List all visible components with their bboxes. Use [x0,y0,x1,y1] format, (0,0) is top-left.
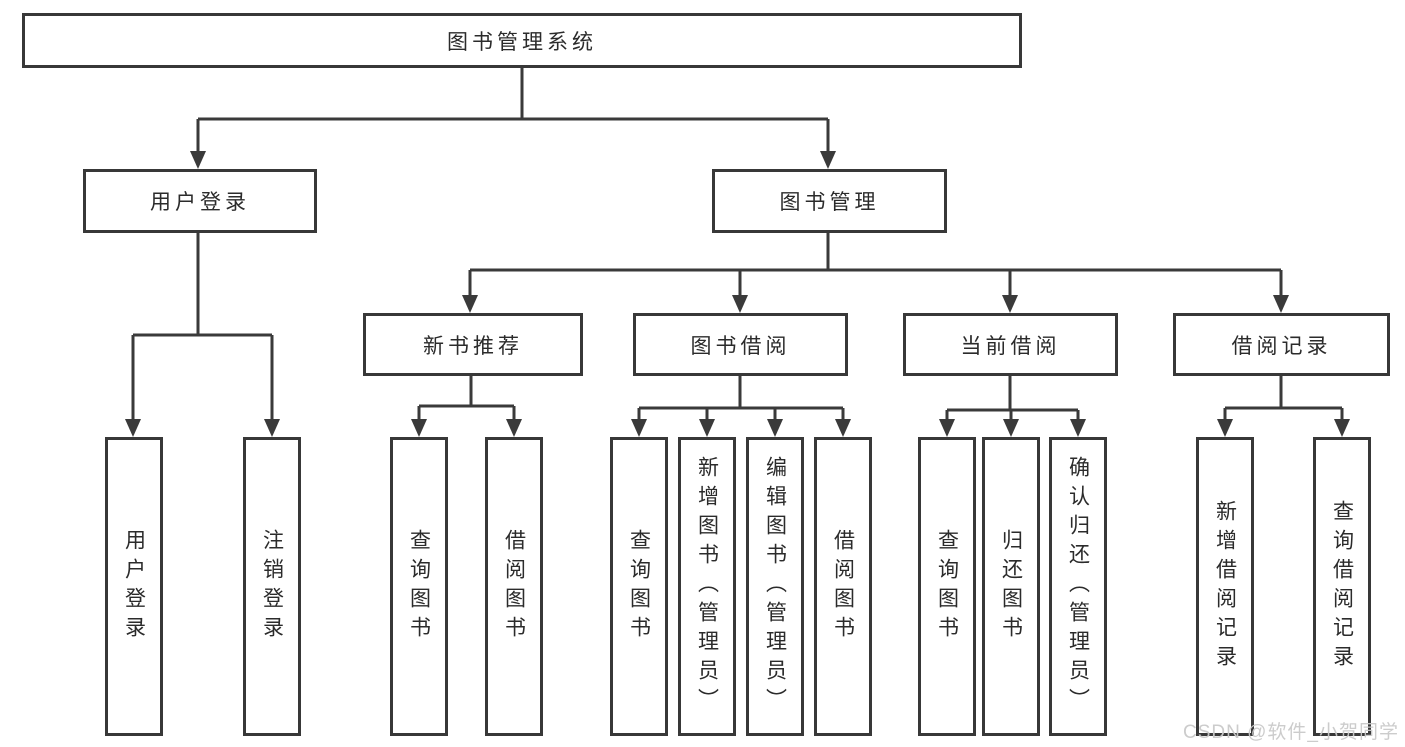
node-user-login-leaf: 用户登录 [105,437,163,736]
node-query-books-recommend: 查询图书 [390,437,448,736]
node-user-login-label: 用户登录 [150,191,250,214]
node-borrowing-records-label: 借阅记录 [1231,334,1332,358]
node-library-system-label: 图书管理系统 [447,30,597,54]
node-logout-leaf: 注销登录 [243,437,301,736]
node-library-system: 图书管理系统 [22,13,1022,68]
node-new-book-recommend: 新书推荐 [363,313,583,376]
node-new-book-recommend-label: 新书推荐 [423,334,523,358]
node-current-borrowing-label: 当前借阅 [960,334,1061,358]
node-book-management-label: 图书管理 [779,191,880,214]
node-edit-books-admin: 编辑图书（管理员） [746,437,804,736]
node-book-management: 图书管理 [712,169,947,233]
node-add-books-admin: 新增图书（管理员） [678,437,736,736]
node-add-borrow-record: 新增借阅记录 [1196,437,1254,736]
node-user-login: 用户登录 [83,169,317,233]
node-return-books: 归还图书 [982,437,1040,736]
node-current-borrowing: 当前借阅 [903,313,1118,376]
arrowheads [125,151,1350,437]
csdn-watermark: CSDN @软件_小贺同学 [1183,722,1399,743]
node-query-books-borrow: 查询图书 [610,437,668,736]
node-query-borrow-record: 查询借阅记录 [1313,437,1371,736]
node-book-borrowing: 图书借阅 [633,313,848,376]
node-book-borrowing-label: 图书借阅 [690,334,791,358]
node-borrowing-records: 借阅记录 [1173,313,1390,376]
node-query-books-current: 查询图书 [918,437,976,736]
node-confirm-return-admin: 确认归还（管理员） [1049,437,1107,736]
node-borrow-books-recommend: 借阅图书 [485,437,543,736]
node-borrow-books-leaf: 借阅图书 [814,437,872,736]
